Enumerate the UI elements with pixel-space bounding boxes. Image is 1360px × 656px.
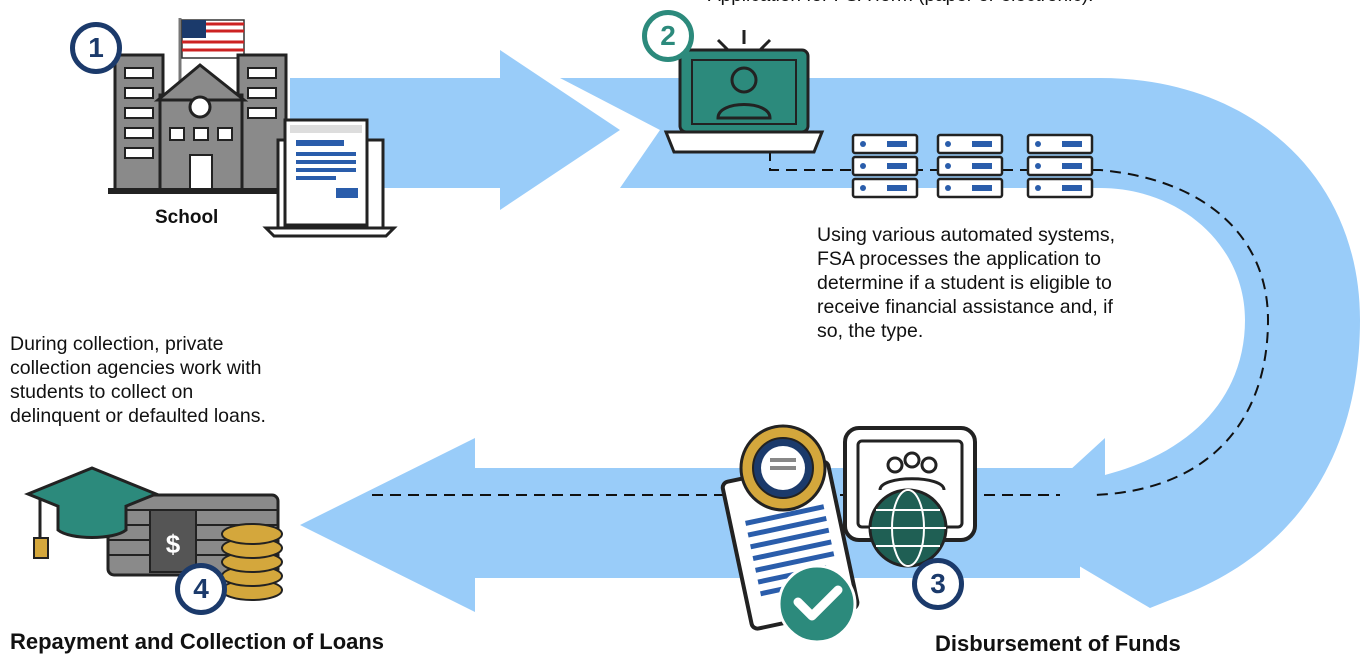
school-building-icon (108, 18, 293, 194)
collection-description: During collection, private collection ag… (10, 333, 266, 427)
step-1-label: School (155, 207, 219, 228)
flow-arrow-band (290, 50, 1360, 612)
step-4-label: Repayment and Collection of Loans (10, 629, 385, 654)
server-lights (860, 141, 1082, 191)
money-coins-cap-icon: $ (24, 466, 283, 601)
processing-description: Using various automated systems, FSA pro… (817, 224, 1116, 342)
step-1-badge: 1 (70, 22, 122, 74)
step-4-badge: 4 (175, 563, 227, 615)
servers-icon (851, 133, 1094, 199)
step-2-badge: 2 (642, 10, 694, 62)
step-2-label: Application for FSA form (paper or elect… (708, 0, 1093, 8)
svg-text:$: $ (166, 529, 181, 559)
laptop-form-icon (262, 118, 398, 238)
laptop-user-icon (663, 30, 825, 154)
step-3-badge: 3 (912, 558, 964, 610)
process-dashed-line (769, 150, 1270, 496)
step-3-label: Disbursement of Funds (935, 631, 1181, 656)
certificate-globe-icon (720, 424, 977, 644)
